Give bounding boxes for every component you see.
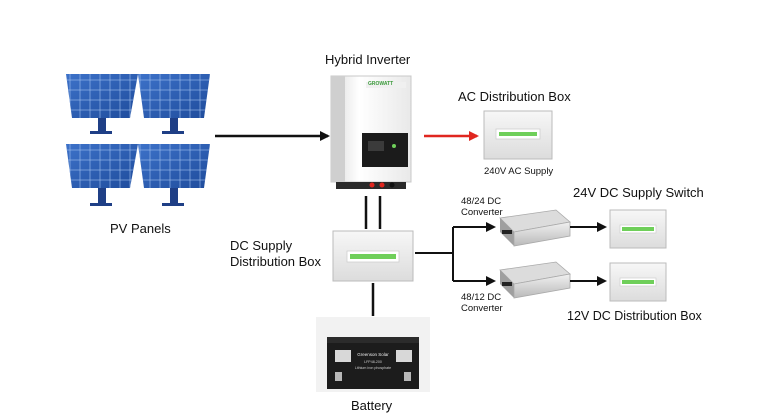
converter-24-label-line2: Converter bbox=[461, 207, 503, 218]
switch-24v-label: 24V DC Supply Switch bbox=[573, 185, 704, 200]
battery-label: Battery bbox=[351, 398, 393, 413]
switch-24v-box-icon bbox=[609, 209, 667, 249]
converter-12-icon bbox=[499, 261, 571, 299]
ac-distribution-box-label: AC Distribution Box bbox=[458, 89, 571, 104]
dc-box-label-line1: DC Supply bbox=[230, 238, 293, 253]
pv-panels-icon bbox=[66, 74, 210, 206]
box-12v-icon bbox=[609, 262, 667, 302]
converter-12-label-line2: Converter bbox=[461, 303, 503, 314]
ac-distribution-box-icon bbox=[483, 110, 553, 160]
converter-24-icon bbox=[499, 209, 571, 247]
battery-spec-line1: LFP48-200 bbox=[364, 360, 382, 364]
dc-distribution-box-icon bbox=[332, 230, 414, 282]
inverter-brand-text: GROWATT bbox=[368, 81, 394, 87]
branch-dc-to-converters bbox=[415, 222, 496, 286]
battery-spec-line2: Lithium iron phosphate bbox=[355, 366, 391, 370]
battery-brand-text: Greenson Solar bbox=[357, 352, 389, 357]
hybrid-inverter-icon bbox=[330, 75, 412, 189]
converter-12-label-line1: 48/12 DC bbox=[461, 292, 502, 303]
converter-24-label-line1: 48/24 DC bbox=[461, 196, 502, 207]
pv-panels-label: PV Panels bbox=[110, 221, 171, 236]
dc-box-label-line2: Distribution Box bbox=[230, 254, 322, 269]
battery-icon: Greenson Solar LFP48-200 Lithium iron ph… bbox=[316, 317, 430, 392]
box-12v-label: 12V DC Distribution Box bbox=[567, 309, 702, 323]
ac-supply-sublabel: 240V AC Supply bbox=[484, 166, 554, 177]
hybrid-inverter-label: Hybrid Inverter bbox=[325, 52, 411, 67]
